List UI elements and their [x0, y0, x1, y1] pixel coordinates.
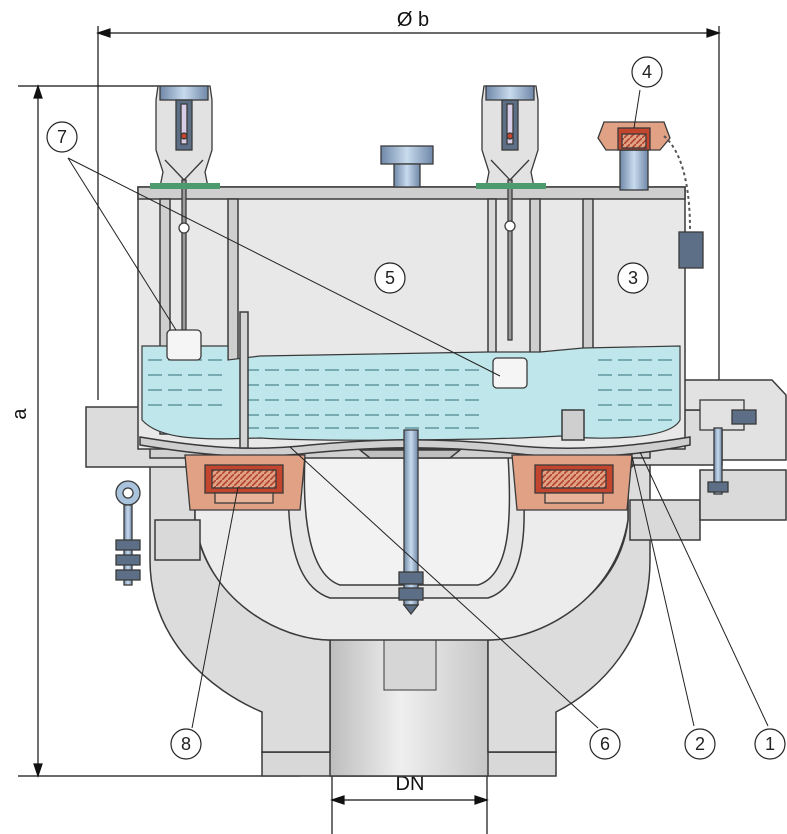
right-side-bolt [699, 399, 757, 495]
pallet-valve-left [184, 454, 306, 511]
callout-2: 2 [684, 728, 716, 760]
svg-text:3: 3 [628, 268, 638, 288]
height-a-label: a [9, 408, 31, 420]
callout-4: 4 [631, 56, 663, 88]
sealing-liquid [141, 345, 681, 441]
leader-lines [67, 89, 769, 729]
filler-cap [597, 121, 704, 269]
callout-8: 8 [170, 728, 202, 760]
top-center-cap [380, 145, 434, 188]
callout-7: 7 [46, 121, 78, 153]
callout-6: 6 [589, 728, 621, 760]
callout-1: 1 [754, 728, 786, 760]
svg-text:8: 8 [181, 734, 191, 754]
svg-text:1: 1 [765, 734, 775, 754]
dn-label: DN [396, 773, 425, 795]
svg-text:6: 6 [600, 734, 610, 754]
callout-3: 3 [617, 262, 649, 294]
dimension-lines [18, 26, 721, 834]
svg-text:4: 4 [642, 62, 652, 82]
svg-text:5: 5 [385, 268, 395, 288]
pallet-valve-right [511, 454, 633, 511]
diameter-b-label: Ø b [397, 9, 429, 31]
level-indicator-right [476, 85, 546, 389]
level-indicator-left [150, 85, 220, 361]
callout-5: 5 [374, 262, 406, 294]
svg-text:7: 7 [57, 127, 67, 147]
drain-eyebolt [115, 480, 141, 586]
svg-text:2: 2 [695, 734, 705, 754]
